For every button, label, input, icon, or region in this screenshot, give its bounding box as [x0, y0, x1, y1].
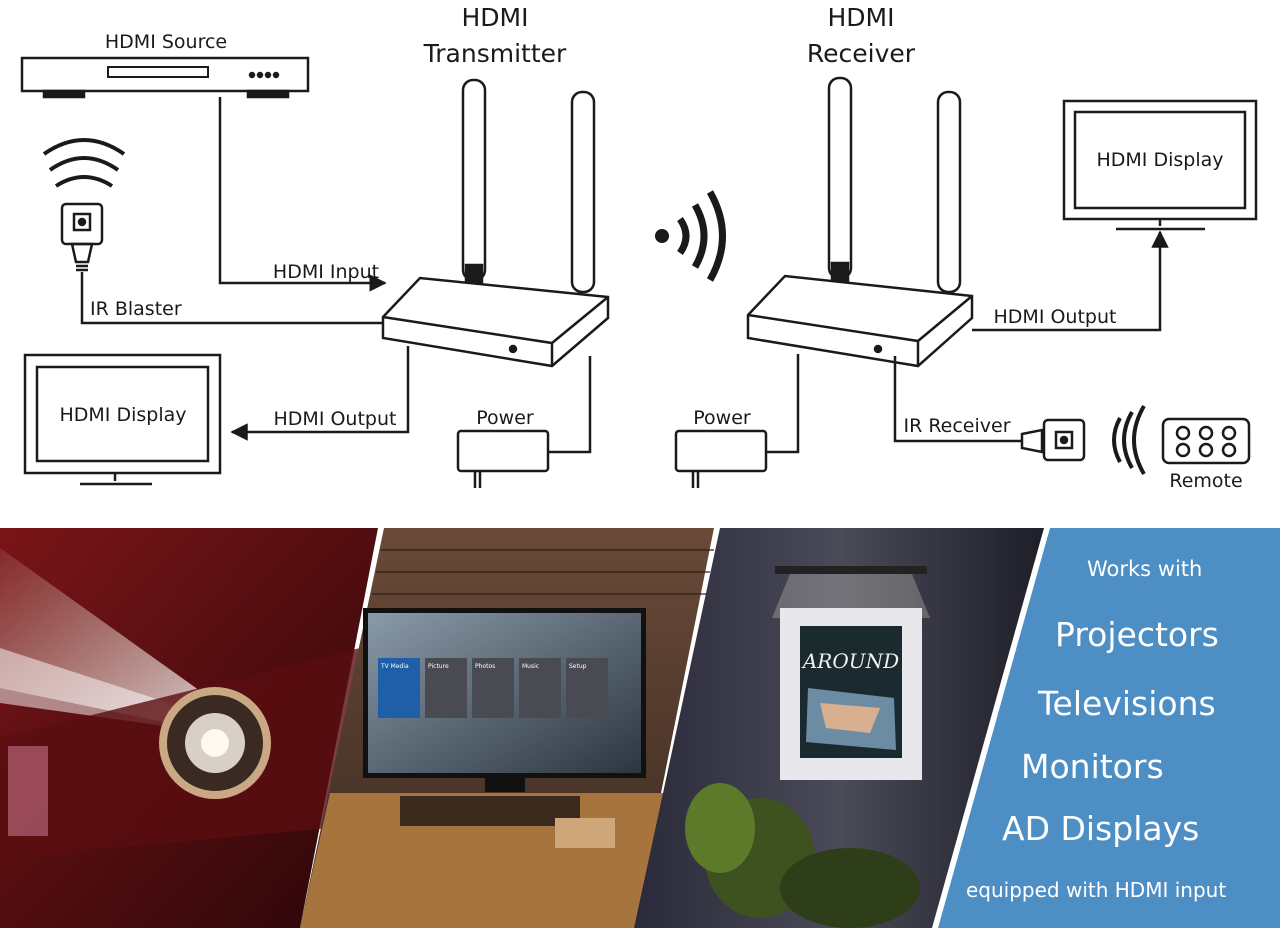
- label-transmitter-2: Transmitter: [423, 39, 567, 68]
- tv-menu-item-3: Photos: [475, 663, 495, 670]
- banner-item-projectors: Projectors: [1055, 615, 1219, 654]
- transmitter-device: [381, 78, 610, 368]
- tv-menu-item-2: Picture: [428, 663, 449, 670]
- label-remote: Remote: [1169, 470, 1242, 492]
- poster-title: AROUND: [801, 649, 899, 673]
- receiver-device: [746, 76, 974, 368]
- tv-menu-item-4: Music: [522, 663, 539, 670]
- hdmi-display-right: [1062, 99, 1258, 231]
- power-adapter-right: [674, 429, 780, 488]
- tv-menu-item-1: TV Media: [380, 663, 409, 670]
- label-display-right: HDMI Display: [1097, 149, 1224, 171]
- banner-footer: equipped with HDMI input: [966, 878, 1227, 902]
- banner-item-televisions: Televisions: [1038, 684, 1216, 723]
- label-power-right: Power: [693, 407, 751, 429]
- label-hdmi-output-left: HDMI Output: [274, 408, 397, 430]
- hdmi-display-left: [23, 353, 222, 486]
- wireless-signal-icon: [655, 190, 726, 282]
- label-power-left: Power: [476, 407, 534, 429]
- ir-waves-icon: [1112, 404, 1146, 476]
- usage-photo-strip: TV Media Picture Photos Music Setup AROU…: [0, 528, 1280, 928]
- ir-receiver-icon: [1020, 418, 1086, 462]
- label-hdmi-output-right: HDMI Output: [994, 306, 1117, 328]
- works-with-banner: [932, 528, 1280, 928]
- connection-diagram: HDMI Source HDMI Transmitter HDMI Receiv…: [20, 3, 1258, 492]
- remote-icon: [1161, 417, 1251, 465]
- label-receiver-2: Receiver: [807, 39, 916, 68]
- label-ir-blaster: IR Blaster: [90, 298, 182, 320]
- power-adapter-left: [456, 429, 562, 488]
- ad-display-photo: AROUND: [634, 528, 1048, 928]
- label-transmitter-1: HDMI: [462, 3, 529, 32]
- label-hdmi-input: HDMI Input: [273, 261, 379, 283]
- label-receiver-1: HDMI: [828, 3, 895, 32]
- banner-intro: Works with: [1087, 557, 1203, 581]
- television-photo: TV Media Picture Photos Music Setup: [300, 528, 714, 928]
- banner-item-monitors: Monitors: [1021, 747, 1164, 786]
- ir-blaster-icon: [42, 138, 126, 272]
- label-hdmi-source: HDMI Source: [105, 31, 227, 53]
- hdmi-source-device: [20, 56, 310, 99]
- projector-photo: [0, 528, 378, 928]
- label-ir-receiver: IR Receiver: [903, 415, 1010, 437]
- banner-item-ad-displays: AD Displays: [1002, 809, 1200, 848]
- tv-menu-item-5: Setup: [569, 663, 587, 670]
- label-display-left: HDMI Display: [60, 404, 187, 426]
